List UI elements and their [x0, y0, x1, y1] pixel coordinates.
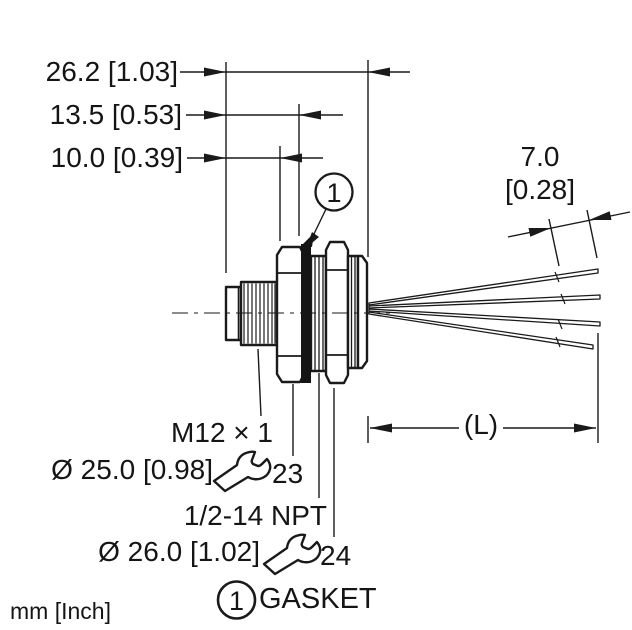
rear-thread-hatch [350, 257, 356, 367]
dim-overall-length-label: 26.2 [1.03] [45, 56, 178, 87]
callout-number-bubble-text: 1 [326, 178, 342, 208]
wire-leads [368, 268, 601, 350]
legend-number-bubble-text: 1 [228, 586, 245, 616]
rear-thread-section [346, 254, 360, 370]
wrench-icon [262, 533, 322, 576]
leader-m12 [257, 348, 262, 417]
dim-strip-length-mm: 7.0 [520, 141, 560, 172]
wire-2 [368, 294, 601, 309]
thread-spec-label: M12 × 1 [171, 417, 273, 448]
leader-callout-1 [312, 208, 327, 237]
arrow [368, 67, 390, 77]
mounting-thread-spec-label: 1/2-14 NPT [183, 500, 327, 531]
wrench-size-front-label: 23 [272, 458, 304, 489]
arrow [204, 67, 226, 77]
arrow [370, 423, 392, 433]
wire-1 [368, 268, 599, 306]
wire-3 [368, 308, 601, 327]
arrow [528, 228, 551, 237]
rear-cap [356, 254, 369, 370]
ext-line-strip-a [548, 218, 560, 267]
legend-item-label: GASKET [259, 583, 377, 615]
arrow [204, 153, 226, 163]
dim-body-length-label: 13.5 [0.53] [49, 99, 182, 130]
circled-number-icon [216, 580, 257, 620]
wire-strip-ticks [554, 271, 566, 348]
dim-thread-length-label: 10.0 [0.39] [50, 142, 183, 173]
circled-number-icon [314, 172, 354, 212]
rear-diameter-label: Ø 26.0 [1.02] [98, 536, 260, 567]
wrench-icon [212, 450, 272, 493]
gasket [301, 233, 314, 383]
front-diameter-label: Ø 25.0 [0.98] [51, 454, 213, 485]
hex-nut-23 [275, 245, 305, 384]
dim-lead-length-label: (L) [463, 409, 499, 440]
arrow [280, 153, 302, 163]
wire-4 [368, 311, 594, 350]
dim-strip-length-inch: [0.28] [504, 174, 576, 205]
wrench-size-rear-label: 24 [320, 540, 352, 571]
dim-line-strip [507, 211, 631, 238]
arrow [589, 211, 612, 220]
dimension-arrowheads [204, 67, 612, 433]
arrow [299, 110, 321, 120]
gasket-top-spur [302, 233, 314, 247]
ext-line-strip-b [586, 209, 598, 259]
arrow [574, 423, 596, 433]
units-note: mm [Inch] [10, 598, 111, 624]
arrow [204, 110, 226, 120]
